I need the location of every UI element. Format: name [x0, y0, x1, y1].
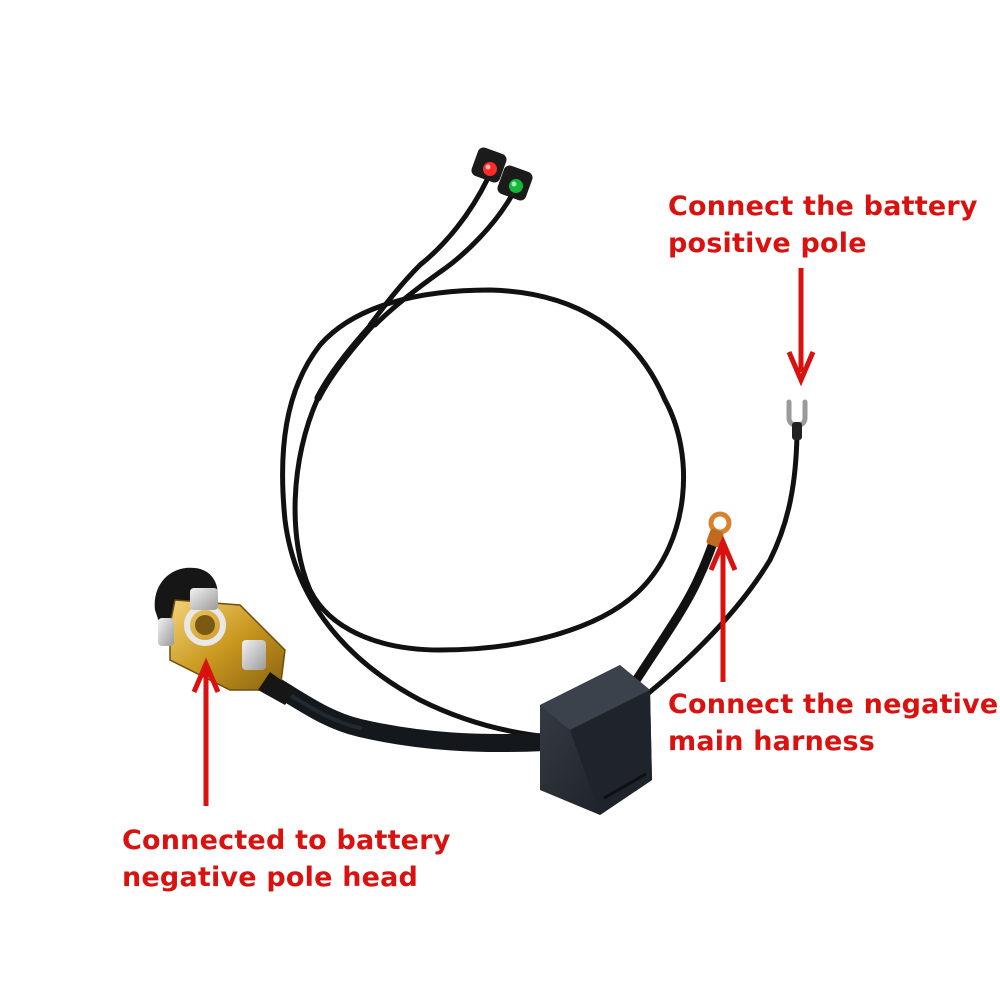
annotation-positive-pole-line1: Connect the battery	[668, 191, 978, 222]
arrow-positive-pole	[786, 268, 816, 387]
annotation-pole-head: Connected to battery negative pole head	[122, 822, 451, 896]
arrow-pole-head	[191, 657, 221, 806]
annotation-positive-pole-line2: positive pole	[668, 228, 867, 259]
arrow-negative-harness	[708, 535, 738, 682]
green-led-indicator	[497, 165, 533, 201]
annotation-pole-head-line1: Connected to battery	[122, 825, 451, 856]
fork-terminal	[786, 399, 808, 440]
junction-module	[540, 665, 652, 815]
harness-cable	[625, 530, 721, 695]
positive-lead-cable	[637, 432, 800, 703]
loop-cable	[280, 287, 687, 741]
annotation-negative-harness-line1: Connect the negative	[668, 689, 999, 720]
ring-terminal	[706, 511, 732, 548]
annotation-negative-harness-line2: main harness	[668, 726, 876, 757]
annotation-pole-head-line2: negative pole head	[122, 862, 419, 893]
red-led-indicator	[471, 147, 507, 183]
battery-terminal-clamp	[154, 567, 295, 705]
annotation-positive-pole: Connect the battery positive pole	[668, 188, 978, 262]
annotation-negative-harness: Connect the negative main harness	[668, 686, 998, 760]
